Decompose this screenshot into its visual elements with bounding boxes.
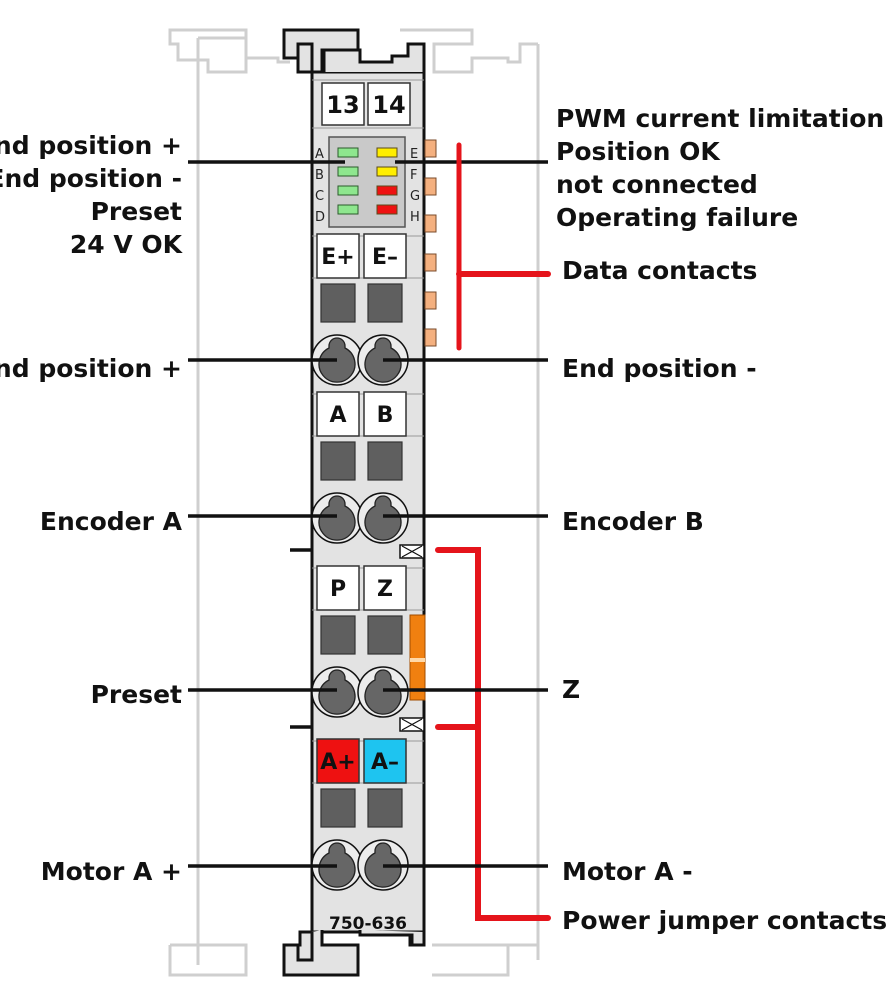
release-button-right[interactable] xyxy=(367,441,403,481)
terminal-tag-box-left xyxy=(316,233,360,279)
led-g xyxy=(376,185,398,196)
data-contact-1 xyxy=(424,139,437,158)
terminal-tag-left: E+ xyxy=(321,245,354,270)
led-e xyxy=(376,147,398,158)
led-b xyxy=(337,166,359,177)
power-jumper-slot-bottom xyxy=(399,717,425,732)
label-led-c: Preset xyxy=(91,197,182,226)
marker-13: 13 xyxy=(326,91,359,119)
led-letter-f: F xyxy=(410,168,417,183)
data-contact-2 xyxy=(424,177,437,196)
terminal-tag-box-right xyxy=(363,565,407,611)
led-letter-g: G xyxy=(410,189,420,204)
label-power-jumper: Power jumper contacts xyxy=(562,906,886,935)
terminal-tag-box-right xyxy=(363,738,407,784)
led-c xyxy=(337,185,359,196)
label-data-contacts: Data contacts xyxy=(562,256,757,285)
label-terminal-2-left: Encoder A xyxy=(40,507,183,536)
terminal-tag-box-right xyxy=(363,233,407,279)
release-button-left[interactable] xyxy=(320,615,356,655)
terminal-tag-box-left xyxy=(316,391,360,437)
data-contact-5 xyxy=(424,291,437,310)
led-letter-d: D xyxy=(315,210,325,225)
label-led-g: not connected xyxy=(556,170,758,199)
power-jumper-slot-top xyxy=(399,544,425,559)
marker-14: 14 xyxy=(372,91,405,119)
wire-entry-left[interactable] xyxy=(318,495,356,541)
led-letter-e: E xyxy=(410,147,418,162)
led-letter-h: H xyxy=(410,210,420,225)
label-led-h: Operating failure xyxy=(556,203,798,232)
terminal-tag-right: E– xyxy=(372,245,398,270)
led-letter-c: C xyxy=(315,189,324,204)
data-contacts xyxy=(424,139,437,347)
terminal-tag-box-left xyxy=(316,738,360,784)
ghost-module-right xyxy=(400,28,540,977)
terminal-tag-right: A– xyxy=(371,750,399,775)
led-panel: A B C D E F G H xyxy=(315,136,420,228)
label-terminal-4-right: Motor A - xyxy=(562,857,693,886)
led-d xyxy=(337,204,359,215)
terminal-tag-left: A xyxy=(329,403,346,428)
release-button-left[interactable] xyxy=(320,441,356,481)
label-terminal-4-left: Motor A + xyxy=(41,857,182,886)
label-terminal-2-right: Encoder B xyxy=(562,507,704,536)
power-jumper-contact xyxy=(409,614,426,701)
data-contact-4 xyxy=(424,253,437,272)
part-number: 750-636 xyxy=(329,914,407,934)
label-led-b: End position - xyxy=(0,164,182,193)
label-terminal-3-right: Z xyxy=(562,675,580,704)
label-led-a: End position + xyxy=(0,131,182,160)
power-jumper-highlight xyxy=(410,658,425,662)
label-led-d: 24 V OK xyxy=(70,230,184,259)
ghost-module-left xyxy=(168,28,290,977)
terminal-tag-box-left xyxy=(316,565,360,611)
led-f xyxy=(376,166,398,177)
release-button-right[interactable] xyxy=(367,615,403,655)
release-button-left[interactable] xyxy=(320,788,356,828)
label-led-f: Position OK xyxy=(556,137,721,166)
marker-14-box xyxy=(367,82,411,126)
data-contact-3 xyxy=(424,214,437,233)
label-terminal-1-right: End position - xyxy=(562,354,757,383)
terminal-tag-right: B xyxy=(377,403,394,428)
label-led-e: PWM current limitation xyxy=(556,104,884,133)
wire-entry-right[interactable] xyxy=(364,495,402,541)
terminal-tag-box-right xyxy=(363,391,407,437)
terminal-tag-left: P xyxy=(330,577,346,602)
led-a xyxy=(337,147,359,158)
wire-entry-left[interactable] xyxy=(318,669,356,715)
data-contact-6 xyxy=(424,328,437,347)
label-terminal-1-left: End position + xyxy=(0,354,182,383)
release-button-left[interactable] xyxy=(320,283,356,323)
led-letter-a: A xyxy=(315,147,324,162)
terminal-tag-right: Z xyxy=(377,577,393,602)
release-button-right[interactable] xyxy=(367,788,403,828)
wire-entry-right[interactable] xyxy=(364,669,402,715)
marker-13-box xyxy=(321,82,365,126)
release-button-right[interactable] xyxy=(367,283,403,323)
led-letter-b: B xyxy=(315,168,324,183)
terminal-tag-left: A+ xyxy=(320,750,355,775)
led-h xyxy=(376,204,398,215)
label-terminal-3-left: Preset xyxy=(91,680,182,709)
power-jumper-bracket xyxy=(435,547,551,921)
